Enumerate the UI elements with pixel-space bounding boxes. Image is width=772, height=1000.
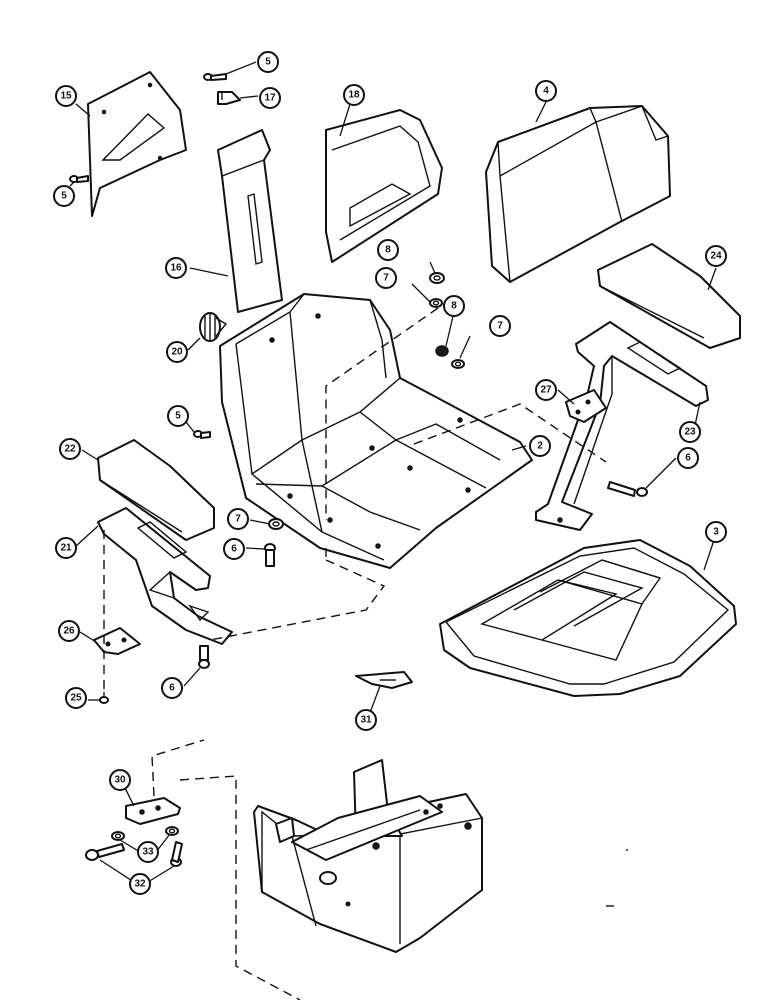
callout-5-top: 5 [257, 51, 279, 73]
part-32-bolt-right [170, 841, 183, 867]
svg-text:16: 16 [170, 263, 182, 274]
callout-22: 22 [59, 438, 81, 460]
svg-text:22: 22 [64, 444, 76, 455]
svg-text:7: 7 [235, 514, 241, 525]
svg-text:30: 30 [114, 775, 126, 786]
callout-27: 27 [535, 379, 557, 401]
svg-text:17: 17 [264, 93, 276, 104]
svg-text:6: 6 [685, 453, 691, 464]
seat-base-housing [253, 759, 483, 953]
callout-7-right: 7 [489, 315, 511, 337]
callout-5-left: 5 [53, 185, 75, 207]
part-33-washer-right [165, 826, 179, 836]
callout-7-top: 7 [375, 267, 397, 289]
part-6-bolt-left [198, 645, 210, 669]
svg-text:4: 4 [543, 86, 549, 97]
svg-text:23: 23 [684, 427, 696, 438]
svg-text:15: 15 [60, 91, 72, 102]
part-4-back-cushion [485, 105, 671, 283]
part-27-right-mounting-plate [565, 389, 607, 423]
part-5-screw-top [203, 73, 227, 81]
svg-text:5: 5 [175, 411, 181, 422]
svg-text:20: 20 [171, 347, 183, 358]
part-17-clip [217, 91, 241, 105]
callout-18: 18 [343, 84, 365, 106]
callout-31: 31 [355, 709, 377, 731]
svg-text:8: 8 [385, 245, 391, 256]
callout-3: 3 [705, 521, 727, 543]
part-21-left-armrest-bracket [97, 507, 233, 645]
callout-23: 23 [679, 421, 701, 443]
part-8-nut-top [429, 272, 445, 284]
callout-15: 15 [55, 85, 77, 107]
svg-text:2: 2 [537, 441, 543, 452]
part-18-back-shell [325, 109, 443, 263]
part-31-clip [355, 671, 413, 689]
part-3-seat-cushion [439, 539, 737, 697]
callout-26: 26 [58, 620, 80, 642]
callout-7-lower: 7 [227, 508, 249, 530]
svg-text:25: 25 [70, 693, 82, 704]
svg-text:5: 5 [61, 191, 67, 202]
callout-5-middle: 5 [167, 405, 189, 427]
leader-lines [69, 61, 717, 883]
svg-text:31: 31 [360, 715, 372, 726]
svg-text:6: 6 [231, 544, 237, 555]
part-7-washer-lower [268, 518, 284, 530]
callout-6-right: 6 [677, 447, 699, 469]
part-24-right-armrest-pad [597, 243, 741, 349]
callout-30: 30 [109, 769, 131, 791]
svg-text:7: 7 [497, 321, 503, 332]
part-30-bracket [125, 797, 181, 825]
callout-32: 32 [129, 873, 151, 895]
part-33-washer-left [111, 831, 125, 841]
part-5-screw-left [69, 175, 89, 183]
part-8-nut-right [435, 345, 449, 357]
part-26-left-mounting-plate [93, 627, 141, 655]
part-2-seat-pan [219, 293, 533, 569]
svg-text:26: 26 [63, 626, 75, 637]
part-7-washer-right [451, 359, 465, 369]
svg-text:32: 32 [134, 879, 146, 890]
svg-text:3: 3 [713, 527, 719, 538]
part-15-side-panel [87, 71, 187, 217]
callout-20: 20 [166, 341, 188, 363]
svg-text:33: 33 [142, 847, 154, 858]
part-6-bolt-middle [264, 543, 276, 567]
part-16-slide-bracket [217, 129, 283, 313]
part-22-left-armrest-pad [97, 439, 215, 541]
svg-text:7: 7 [383, 273, 389, 284]
callout-21: 21 [55, 537, 77, 559]
callout-33: 33 [137, 841, 159, 863]
callout-6-left: 6 [161, 677, 183, 699]
callout-8-right: 8 [443, 295, 465, 317]
svg-text:18: 18 [348, 90, 360, 101]
callout-16: 16 [165, 257, 187, 279]
alignment-lines [103, 307, 607, 1000]
callout-2: 2 [529, 435, 551, 457]
callout-17: 17 [259, 87, 281, 109]
part-20-knob [199, 312, 228, 342]
callout-25: 25 [65, 687, 87, 709]
part-6-bolt-right [607, 481, 648, 497]
part-25-screw [99, 692, 109, 704]
svg-text:21: 21 [60, 543, 72, 554]
svg-text:24: 24 [710, 251, 722, 262]
part-5-screw-middle [193, 430, 211, 439]
callouts: 15 5 17 5 18 4 16 8 7 24 20 [53, 51, 727, 895]
svg-text:6: 6 [169, 683, 175, 694]
svg-text:8: 8 [451, 301, 457, 312]
callout-8-top: 8 [377, 239, 399, 261]
callout-24: 24 [705, 245, 727, 267]
svg-text:5: 5 [265, 57, 271, 68]
part-32-bolt-left [85, 843, 125, 861]
part-7-washer-top [429, 298, 443, 308]
part-23-right-armrest-bracket [535, 321, 709, 531]
callout-6-middle: 6 [223, 538, 245, 560]
svg-text:27: 27 [540, 385, 552, 396]
callout-4: 4 [535, 80, 557, 102]
